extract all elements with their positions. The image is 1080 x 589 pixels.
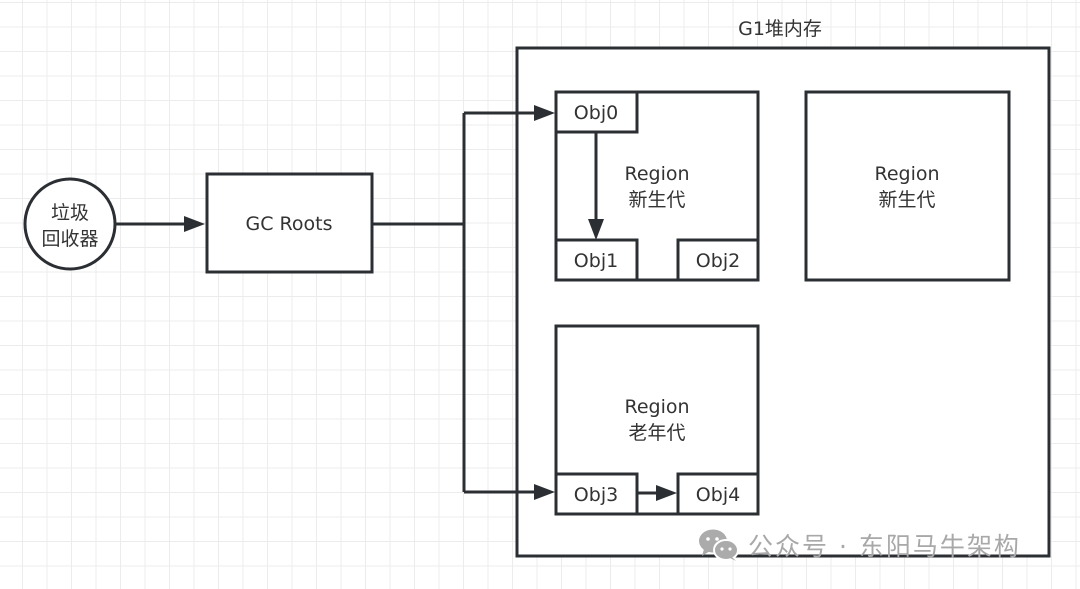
arrowhead-to-obj4 [656, 485, 677, 501]
collector-label-line2: 回收器 [41, 228, 98, 250]
obj2-label: Obj2 [696, 250, 740, 272]
heap-title: G1堆内存 [738, 18, 822, 40]
garbage-collector-node [23, 177, 117, 271]
obj4-label: Obj4 [696, 484, 740, 506]
gc-roots-node [205, 172, 374, 274]
arrowhead-collector-to-gcroots [184, 216, 205, 232]
region-1-name: Region [624, 163, 689, 185]
object-obj4 [676, 472, 760, 516]
arrowhead-to-obj0 [534, 105, 555, 121]
region-2-name: Region [874, 163, 939, 185]
obj1-label: Obj1 [574, 250, 618, 272]
object-obj1 [554, 238, 639, 282]
arrowhead-to-obj1 [588, 219, 604, 240]
region-young-2 [804, 90, 1011, 282]
region-2-generation: 新生代 [878, 189, 935, 211]
arrowhead-to-obj3 [534, 484, 555, 500]
obj3-label: Obj3 [574, 484, 618, 506]
gc-roots-label: GC Roots [246, 213, 333, 235]
region-3-name: Region [624, 396, 689, 418]
obj0-label: Obj0 [574, 102, 618, 124]
object-obj2 [676, 238, 760, 282]
watermark: 公众号 · 东阳马牛架构 [698, 527, 1021, 563]
watermark-text: 公众号 · 东阳马牛架构 [748, 532, 1021, 561]
wechat-icon [699, 529, 739, 561]
region-1-generation: 新生代 [628, 189, 685, 211]
collector-label-line1: 垃圾 [51, 202, 89, 224]
region-3-generation: 老年代 [628, 422, 685, 444]
